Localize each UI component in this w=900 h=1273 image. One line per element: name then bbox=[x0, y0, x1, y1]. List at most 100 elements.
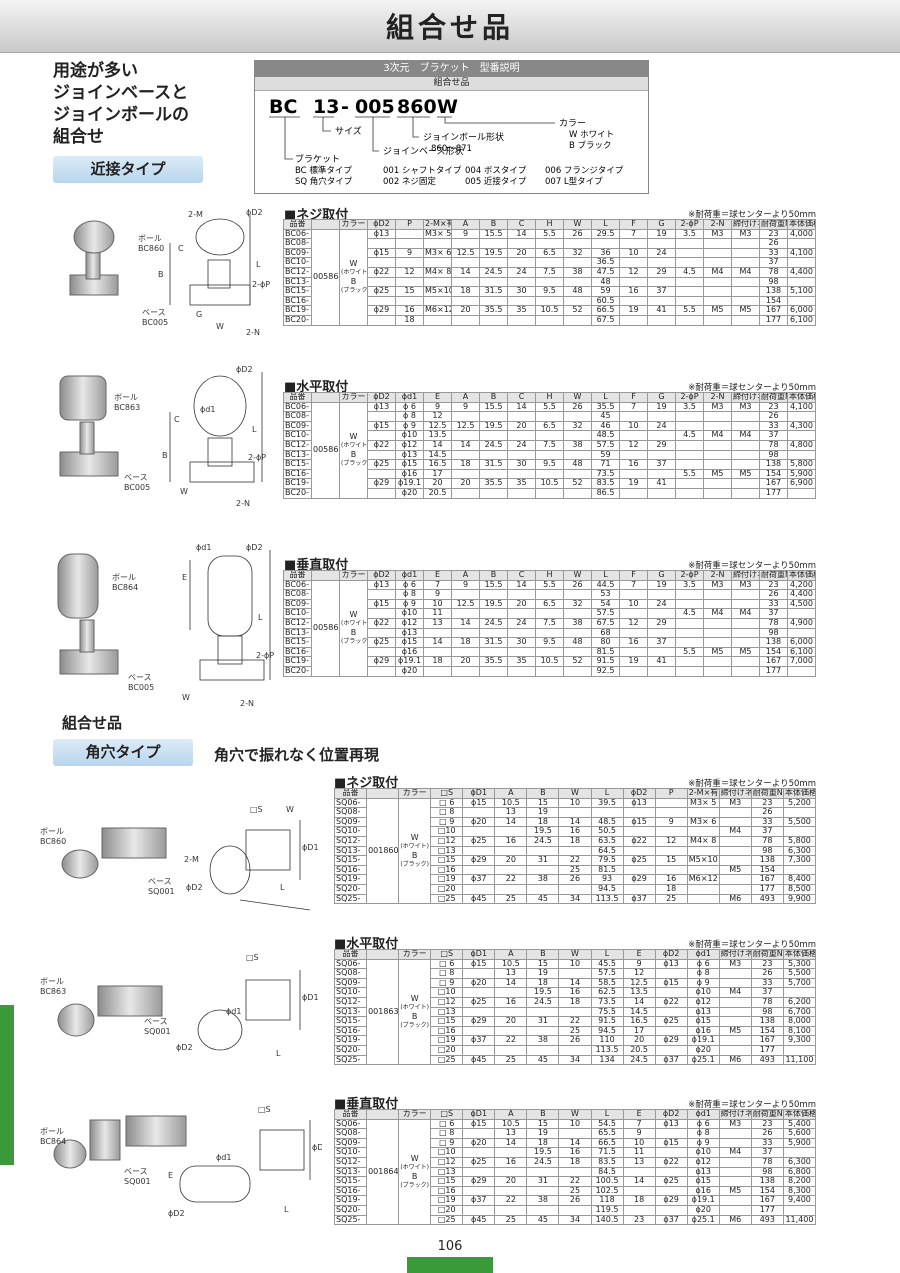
table-cell bbox=[558, 1128, 592, 1139]
table-cell: □ 6 bbox=[430, 1118, 464, 1130]
t3-title: ■垂直取付 bbox=[284, 558, 349, 573]
table-cell: 20.5 bbox=[423, 487, 452, 499]
table-cell bbox=[654, 807, 688, 818]
table-cell bbox=[675, 478, 704, 489]
table-cell bbox=[423, 646, 452, 658]
table-cell bbox=[675, 665, 704, 677]
table-cell: 25 bbox=[558, 864, 592, 876]
table-cell: 6.5 bbox=[535, 598, 564, 610]
table-cell: BC15- bbox=[283, 459, 312, 470]
table-cell: 15 bbox=[654, 855, 688, 866]
table-cell bbox=[782, 864, 817, 876]
fig5-ball: ボール bbox=[40, 977, 64, 986]
table-cell bbox=[787, 665, 816, 677]
table-cell: M4 bbox=[718, 826, 752, 837]
table-cell bbox=[423, 665, 452, 677]
table-cell: □13 bbox=[430, 1006, 464, 1018]
table-cell: 33 bbox=[750, 816, 784, 828]
table-cell: 6,000 bbox=[787, 305, 816, 316]
spec-table-bc-vertical: 品番カラーϕD2ϕd1EABCHWLFG2-ϕP2-N締付けネジ耐荷重N本体価格… bbox=[283, 570, 816, 677]
table-cell: 20 bbox=[494, 855, 528, 866]
table-cell: 13 bbox=[494, 807, 528, 818]
table-cell: 5.5 bbox=[675, 646, 704, 658]
table-cell: 8,100 bbox=[782, 1025, 817, 1037]
table-cell: 5,100 bbox=[787, 286, 816, 297]
table-cell: 9 bbox=[622, 958, 656, 970]
legend-base-shape: ジョインベース形状 bbox=[383, 145, 464, 157]
table-cell bbox=[526, 1166, 560, 1178]
fig2-B: B bbox=[162, 451, 168, 460]
table-cell: SQ16- bbox=[333, 1185, 368, 1197]
table-cell: 10 bbox=[558, 958, 592, 970]
table-cell: ϕ13 bbox=[654, 958, 688, 970]
table-cell: ϕ13 bbox=[686, 1166, 720, 1178]
table-cell bbox=[479, 487, 508, 499]
table-cell bbox=[558, 883, 592, 895]
table-cell: 5.5 bbox=[675, 468, 704, 480]
table-cell: 31 bbox=[526, 1016, 560, 1027]
table-cell bbox=[423, 314, 452, 326]
table-header-cell: 2-N bbox=[703, 392, 732, 403]
table-cell: 37 bbox=[759, 608, 788, 619]
table-cell bbox=[563, 487, 592, 499]
table-cell bbox=[462, 1006, 496, 1018]
code-p1: BC bbox=[269, 96, 297, 118]
table-cell: 20 bbox=[451, 656, 480, 667]
table-cell: ϕ13 bbox=[686, 1006, 720, 1018]
table-cell bbox=[731, 449, 760, 461]
table-cell: 12 bbox=[619, 266, 648, 278]
table-cell: □10 bbox=[430, 1147, 464, 1158]
table-cell bbox=[479, 449, 508, 461]
table-cell bbox=[563, 295, 592, 307]
table-cell: BC09- bbox=[283, 598, 312, 610]
table-cell: 7 bbox=[622, 1118, 656, 1130]
table-cell: 37 bbox=[647, 459, 676, 470]
table-cell bbox=[731, 665, 760, 677]
table-cell: 5,900 bbox=[782, 1137, 817, 1149]
table-cell bbox=[451, 295, 480, 307]
table-cell: 13 bbox=[423, 617, 452, 629]
table-cell: 93 bbox=[590, 874, 624, 885]
table-header-code bbox=[311, 570, 340, 581]
table-cell: M4 bbox=[731, 608, 760, 619]
table-cell: 66.5 bbox=[591, 305, 620, 316]
table-cell bbox=[703, 286, 732, 297]
table-cell: ϕ25 bbox=[654, 1016, 688, 1027]
fig2-d1: ϕd1 bbox=[200, 405, 215, 414]
legend-diagram: BC 13 - 005 860 W サイズ ブラケット BC 標準タイプ SQ … bbox=[269, 96, 624, 187]
table-cell: 38 bbox=[526, 874, 560, 885]
table-cell bbox=[619, 608, 648, 619]
table-header-cell: E bbox=[423, 570, 452, 581]
table-cell: 26 bbox=[558, 874, 592, 885]
table-cell: 16 bbox=[619, 286, 648, 297]
table-cell: M3 bbox=[703, 401, 732, 413]
table-cell: 17 bbox=[622, 1025, 656, 1037]
legend-b005: 005 近接タイプ bbox=[465, 176, 527, 187]
fig4-m2: 2-M bbox=[184, 855, 199, 864]
table-cell: 20 bbox=[494, 1016, 528, 1027]
table-cell: BC10- bbox=[283, 608, 312, 619]
table-cell: 48 bbox=[563, 459, 592, 470]
table-cell: 25 bbox=[494, 1054, 528, 1066]
table-cell bbox=[423, 627, 452, 639]
spec-table-bc-horizontal: 品番カラーϕD2ϕd1EABCHWLFG2-ϕP2-N締付けネジ耐荷重N本体価格… bbox=[283, 392, 816, 499]
table-cell: 35.5 bbox=[591, 401, 620, 413]
table-header-cell: ϕD2 bbox=[367, 219, 396, 230]
table-cell: ϕ37 bbox=[622, 893, 656, 905]
table-header-cell: ϕD2 bbox=[654, 949, 688, 960]
table-cell: ϕ29 bbox=[462, 855, 496, 866]
table-cell: 24.5 bbox=[526, 1156, 560, 1168]
table-header-cell: F bbox=[619, 392, 648, 403]
table-cell: ϕ25 bbox=[367, 637, 396, 648]
table-cell: 14 bbox=[494, 977, 528, 989]
table-cell: 10.5 bbox=[535, 305, 564, 316]
table-cell bbox=[494, 1044, 528, 1056]
table-header-cell: ϕd1 bbox=[395, 570, 424, 581]
table-header-cell: P bbox=[395, 219, 424, 230]
table-cell: 9.5 bbox=[535, 637, 564, 648]
table-cell: 20.5 bbox=[622, 1044, 656, 1056]
table-cell: SQ13- bbox=[333, 845, 368, 857]
